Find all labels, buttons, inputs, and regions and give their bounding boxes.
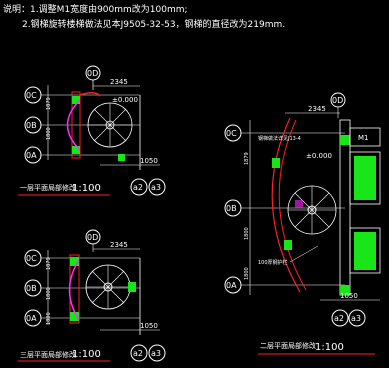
axis-label-a3: a3 <box>151 183 161 192</box>
dim-left-2: 1800 <box>46 127 52 140</box>
door-label: M1 <box>358 134 369 142</box>
axis-label-top: 0D <box>87 69 98 78</box>
plan-3-scale: 1:100 <box>315 342 344 353</box>
axis-label-c: 0C <box>226 129 237 138</box>
note-line-1: 说明：1.调整M1宽度由900mm改为100mm; <box>3 3 188 15</box>
axis-label-b: 0B <box>26 121 37 130</box>
axis-label-a3: a3 <box>351 314 361 323</box>
note-line-2: 2.钢梯旋转楼梯做法见本J9505-32-53，钢梯的直径改为219mm. <box>22 18 285 30</box>
axis-label-c: 0C <box>26 254 37 263</box>
axis-label-b: 0B <box>26 284 37 293</box>
plan-2-title: 三层平面局部修改 <box>20 350 76 359</box>
dim-bottom: 1050 <box>140 322 158 330</box>
plan-3: 0D 2345 0C 0B 0A 1879 1800 1800 <box>224 92 381 355</box>
axis-label-a: 0A <box>26 314 37 323</box>
axis-label-a: 0A <box>226 281 237 290</box>
plan-1-scale: 1:100 <box>72 183 101 194</box>
dim-top: 2345 <box>308 105 326 113</box>
plan-2-scale: 1:100 <box>72 349 101 360</box>
axis-label-a2: a2 <box>334 314 344 323</box>
dim-left-2: 1800 <box>244 227 250 240</box>
dim-top: 2345 <box>110 78 128 86</box>
dim-top: 2345 <box>110 241 128 249</box>
callout-rail: 100厚钢护栏 <box>258 259 288 266</box>
axis-label-b: 0B <box>226 204 237 213</box>
plan-1-title: 一层平面局部修改 <box>20 183 76 192</box>
axis-label-a2: a2 <box>133 183 143 192</box>
dim-left-1: 1879 <box>46 97 52 110</box>
plan-1: 0D 0C 0B 0A 1879 1800 2345 <box>18 65 166 196</box>
axis-label-top: 0D <box>332 96 343 105</box>
plan-3-title: 二层平面局部修改 <box>260 341 316 350</box>
level-mark: ±0.000 <box>112 96 138 104</box>
axis-label-a3: a3 <box>151 349 161 358</box>
axis-label-top: 0D <box>87 233 98 242</box>
dim-bottom: 1050 <box>140 157 158 165</box>
axis-label-c: 0C <box>26 91 37 100</box>
axis-label-a2: a2 <box>133 349 143 358</box>
level-mark: ±0.000 <box>306 152 332 160</box>
dim-left-2: 1800 <box>46 287 52 300</box>
callout-ref: 钢梯做法详见J13-4 <box>258 135 301 142</box>
dim-left-3: 1800 <box>46 312 52 325</box>
dim-left-1: 1879 <box>46 257 52 270</box>
dim-left-3: 1800 <box>244 267 250 280</box>
axis-label-a: 0A <box>26 151 37 160</box>
dim-left-1: 1879 <box>244 152 250 165</box>
plan-2: 0D 0C 0B 0A 1879 1800 1800 2345 1050 <box>18 229 166 362</box>
dim-bottom: 1050 <box>340 292 358 300</box>
